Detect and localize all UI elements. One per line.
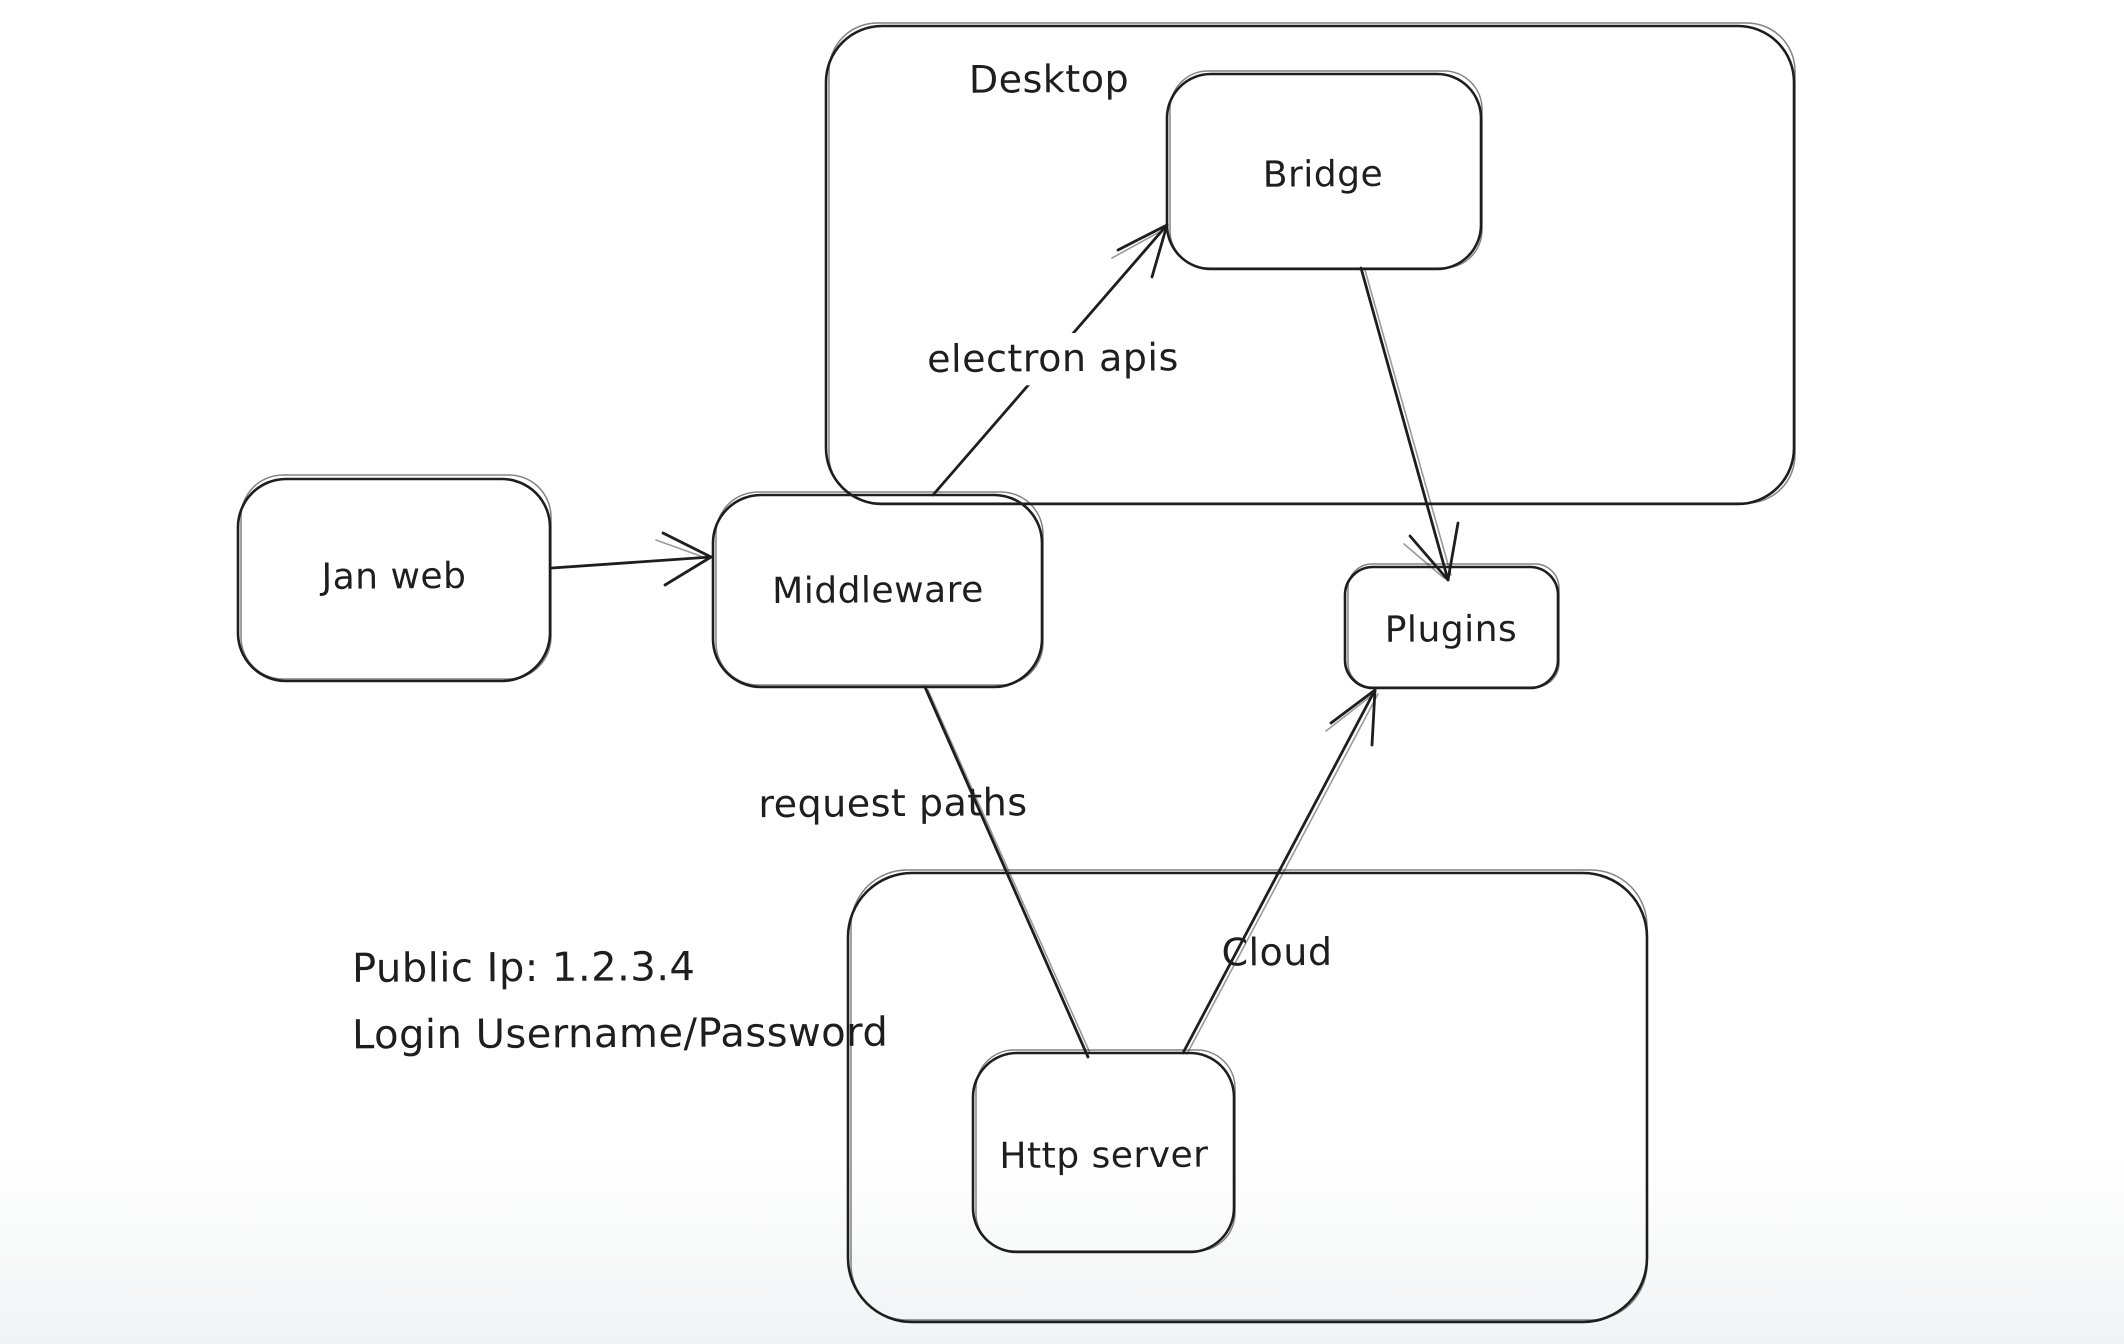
arrowhead-sketch: [655, 539, 707, 559]
http-server-box[interactable]: [971, 1051, 1236, 1254]
desktop-container-box-sketch: [828, 22, 1796, 504]
edge-bridge-to-plugins[interactable]: [1359, 266, 1460, 582]
arrowhead-sketch: [1325, 695, 1372, 732]
arrowhead: [1408, 521, 1460, 582]
container-cloud[interactable]: [846, 869, 1649, 1324]
bridge-box-sketch: [1169, 70, 1483, 269]
arrowhead: [661, 531, 713, 587]
bridge-box[interactable]: [1165, 72, 1483, 271]
cloud-container-box-sketch: [850, 869, 1648, 1321]
edge-line[interactable]: [1359, 266, 1450, 582]
login-note[interactable]: Login Username/Password: [351, 1009, 889, 1059]
edge-http-server-to-plugins[interactable]: [1181, 688, 1379, 1055]
plugins-label[interactable]: Plugins: [1384, 608, 1518, 651]
edge-line-sketch: [927, 689, 1091, 1054]
node-middleware[interactable]: [711, 491, 1044, 689]
middleware-label[interactable]: Middleware: [772, 569, 984, 613]
jan-web-box-sketch: [240, 474, 552, 680]
node-bridge[interactable]: [1165, 70, 1483, 271]
edge-line[interactable]: [550, 555, 713, 570]
plugins-box-sketch: [1347, 563, 1560, 688]
arrowhead-sketch: [1111, 229, 1164, 259]
http-server-box-sketch: [975, 1049, 1236, 1252]
electron-apis-edge-label[interactable]: electron apis: [917, 332, 1189, 386]
middleware-box[interactable]: [711, 493, 1044, 689]
edge-line[interactable]: [1181, 688, 1377, 1055]
edge-line-sketch: [1364, 269, 1452, 576]
edge-line[interactable]: [923, 685, 1090, 1059]
arrowhead: [1329, 688, 1377, 747]
jan-web-box[interactable]: [236, 477, 552, 683]
middleware-box-sketch: [715, 491, 1044, 686]
edge-middleware-to-http-server[interactable]: [923, 685, 1091, 1059]
node-http-server[interactable]: [971, 1049, 1236, 1254]
cloud-container-label[interactable]: Cloud: [1221, 929, 1333, 975]
desktop-container-box[interactable]: [824, 24, 1796, 506]
http-server-label[interactable]: Http server: [999, 1134, 1209, 1178]
desktop-container-label[interactable]: Desktop: [968, 56, 1130, 102]
request-paths-edge-label[interactable]: request paths: [758, 780, 1028, 827]
arrowhead-sketch: [1403, 543, 1445, 579]
edge-line-sketch: [1186, 693, 1379, 1055]
node-jan-web[interactable]: [236, 474, 552, 683]
container-desktop[interactable]: [824, 22, 1796, 506]
jan-web-label[interactable]: Jan web: [321, 555, 467, 598]
bridge-label[interactable]: Bridge: [1262, 153, 1384, 196]
public-ip-note[interactable]: Public Ip: 1.2.3.4: [351, 944, 696, 992]
edge-jan-web-to-middleware[interactable]: [550, 531, 713, 587]
arrowhead: [1116, 223, 1169, 279]
